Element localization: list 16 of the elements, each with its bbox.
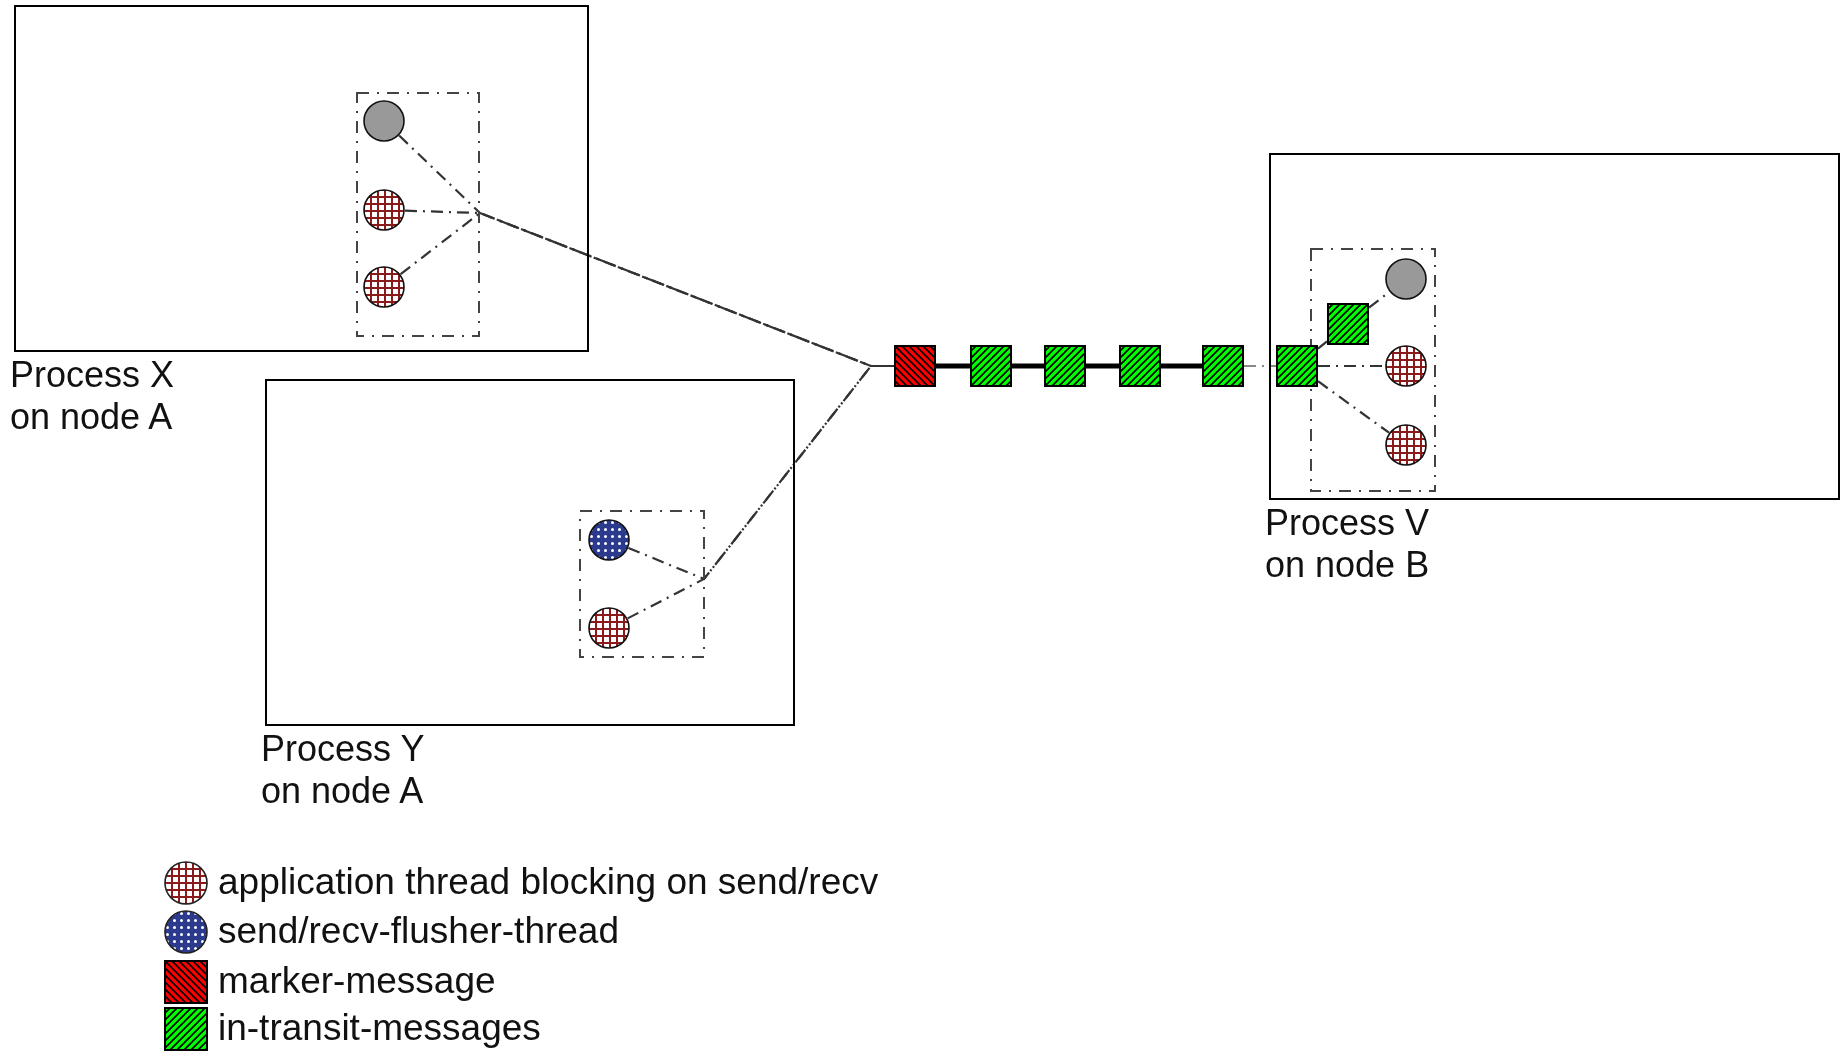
connector-line [1161, 363, 1202, 369]
legend-label: application thread blocking on send/recv [218, 861, 879, 903]
connector-line [628, 364, 894, 581]
connector-line [936, 363, 970, 369]
process-label: Process X on node A [10, 354, 176, 438]
connector-line [1318, 364, 1385, 368]
process-label: Process Y on node A [261, 728, 425, 812]
connector-line [1086, 363, 1119, 369]
legend-label: marker-message [218, 960, 496, 1002]
connector-line [1317, 340, 1328, 350]
process-label: Process V on node B [1265, 502, 1431, 586]
connector-line [1244, 364, 1276, 368]
connector-line [1012, 363, 1044, 369]
connector-line [1317, 380, 1390, 434]
legend-label: send/recv-flusher-thread [218, 910, 620, 952]
legend-label: in-transit-messages [218, 1007, 541, 1049]
